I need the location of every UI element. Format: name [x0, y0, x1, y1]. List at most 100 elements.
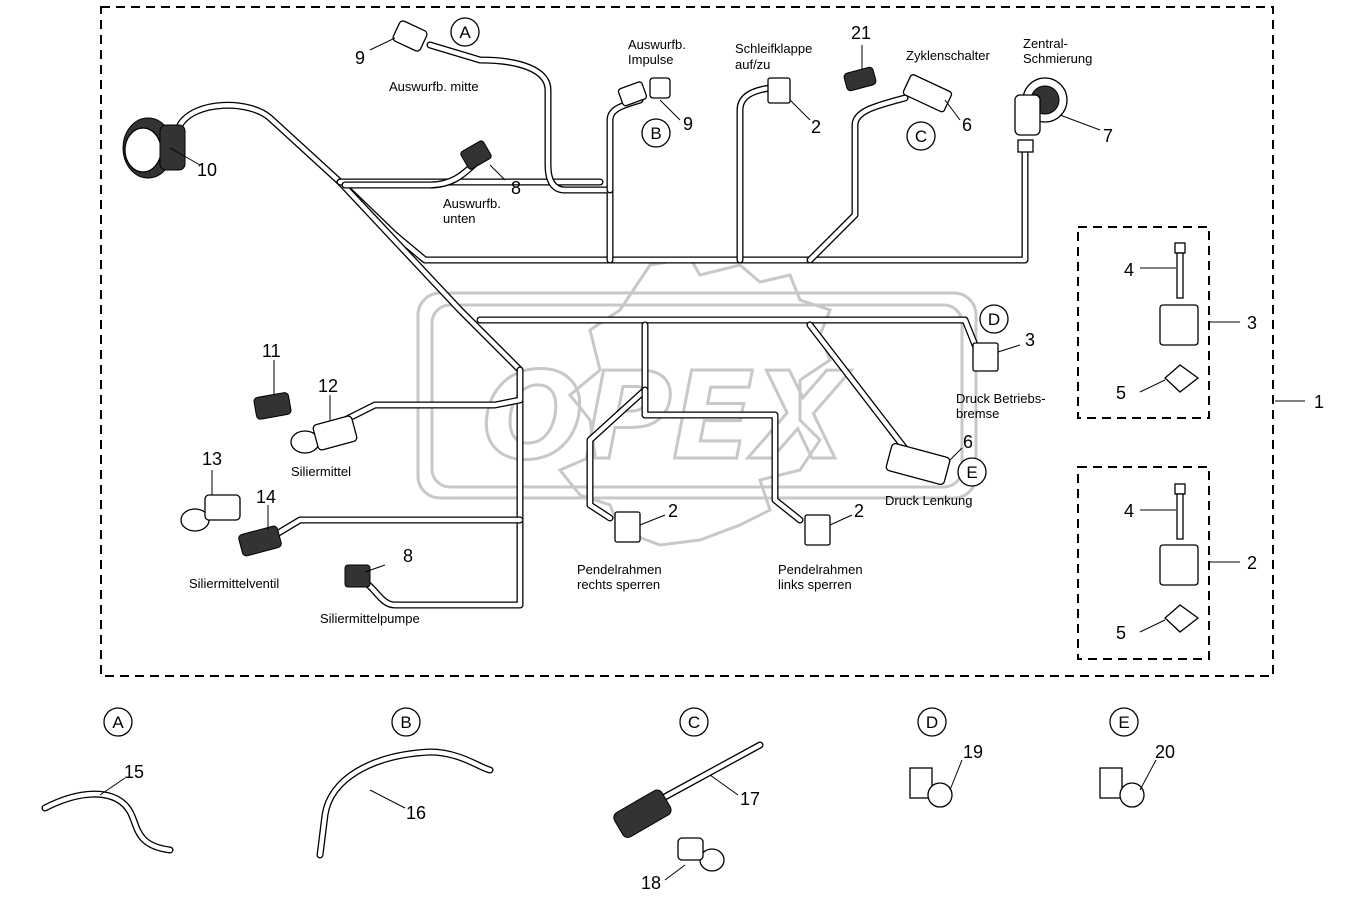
position-number: 6	[962, 115, 972, 135]
connector-14	[238, 525, 282, 557]
valve-plug-3-d	[972, 342, 999, 372]
connector-12	[290, 415, 358, 454]
cable-16	[316, 748, 494, 859]
position-number: 6	[963, 432, 973, 452]
connector-6-top	[902, 74, 953, 113]
valve-frame-2	[1077, 466, 1210, 660]
harness-frame	[100, 6, 1274, 677]
position-number: 16	[406, 803, 426, 823]
position-number: 2	[1247, 553, 1257, 573]
label-pendelrahmen-rechts: Pendelrahmen	[577, 562, 662, 577]
label-siliermittelpumpe: Siliermittelpumpe	[320, 611, 420, 626]
position-number: 9	[355, 48, 365, 68]
position-number: 4	[1124, 501, 1134, 521]
position-number: 3	[1247, 313, 1257, 333]
callout-letter: C	[688, 713, 700, 732]
position-number: 21	[851, 23, 871, 43]
position-number: 8	[403, 546, 413, 566]
callout-letter: A	[459, 23, 471, 42]
position-number: 18	[641, 873, 661, 893]
callout-a-detail: A	[103, 707, 133, 737]
plug-18	[677, 837, 725, 872]
callout-letter: E	[966, 463, 977, 482]
position-number: 10	[197, 160, 217, 180]
label-pendelrahmen-links: Pendelrahmen	[778, 562, 863, 577]
plug-8-bottom	[344, 564, 371, 588]
plug-8-top	[460, 140, 492, 170]
connector-6-e	[885, 442, 951, 486]
component-labels: Auswurfb. mitte Auswurfb. Impulse Schlei…	[189, 36, 1092, 626]
callout-letter: C	[915, 127, 927, 146]
label-auswurf-unten: unten	[443, 211, 476, 226]
callout-a-top: A	[450, 17, 480, 47]
callout-letter: B	[650, 124, 661, 143]
sensor-19	[909, 767, 953, 808]
label-auswurf-impulse: Impulse	[628, 52, 674, 67]
label-pendelrahmen-links: links sperren	[778, 577, 852, 592]
callout-letter: D	[988, 310, 1000, 329]
callout-b-top: B	[641, 118, 671, 148]
cable-15	[41, 790, 174, 854]
label-schleifklappe: Schleifklappe	[735, 41, 812, 56]
label-druck-betriebsbremse: bremse	[956, 406, 999, 421]
label-zyklenschalter: Zyklenschalter	[906, 48, 990, 63]
valve-detail-3	[1159, 242, 1200, 393]
valve-plug-2-right	[804, 514, 831, 546]
label-druck-lenkung: Druck Lenkung	[885, 493, 972, 508]
position-number: 2	[854, 501, 864, 521]
plug-9-impulse	[617, 77, 671, 107]
callout-letter: B	[400, 713, 411, 732]
position-numbers: 1 2 3 4 4 5 5 9 9 10 8 2 21 6 7 3 6 11 1…	[124, 23, 1324, 893]
callout-d-top: D	[979, 304, 1009, 334]
label-auswurf-unten: Auswurfb.	[443, 196, 501, 211]
callout-c-top: C	[906, 121, 936, 151]
label-siliermittel: Siliermittel	[291, 464, 351, 479]
leader-lines	[99, 37, 1305, 881]
callout-e-detail: E	[1109, 707, 1139, 737]
sensor-20	[1099, 767, 1145, 808]
position-number: 2	[668, 501, 678, 521]
plug-9-top	[392, 20, 428, 52]
label-druck-betriebsbremse: Druck Betriebs-	[956, 391, 1046, 406]
position-number: 7	[1103, 126, 1113, 146]
callout-d-detail: D	[917, 707, 947, 737]
position-number: 13	[202, 449, 222, 469]
position-number: 1	[1314, 392, 1324, 412]
callout-e-top: E	[957, 457, 987, 487]
round-connector-10	[122, 117, 186, 179]
callout-letter: A	[112, 713, 124, 732]
label-auswurf-impulse: Auswurfb.	[628, 37, 686, 52]
position-number: 20	[1155, 742, 1175, 762]
valve-plug-2-top	[767, 77, 791, 104]
position-number: 8	[511, 178, 521, 198]
position-number: 2	[811, 117, 821, 137]
position-number: 9	[683, 114, 693, 134]
position-number: 14	[256, 487, 276, 507]
position-number: 11	[262, 341, 281, 361]
callout-letter: E	[1118, 713, 1129, 732]
label-zentral-schmierung: Schmierung	[1023, 51, 1092, 66]
round-connector-7	[1014, 77, 1068, 153]
position-number: 5	[1116, 383, 1126, 403]
connector-11	[253, 392, 292, 420]
callout-b-detail: B	[391, 707, 421, 737]
callout-letter: D	[926, 713, 938, 732]
label-schleifklappe: auf/zu	[735, 57, 770, 72]
callout-c-detail: C	[679, 707, 709, 737]
label-zentral-schmierung: Zentral-	[1023, 36, 1068, 51]
valve-frame-3	[1077, 226, 1210, 419]
position-number: 5	[1116, 623, 1126, 643]
position-number: 3	[1025, 330, 1035, 350]
label-siliermittelventil: Siliermittelventil	[189, 576, 279, 591]
harness-wires	[176, 41, 1029, 609]
valve-plug-2-left	[614, 511, 641, 543]
connector-21	[843, 66, 877, 92]
position-number: 15	[124, 762, 144, 782]
position-number: 17	[740, 789, 760, 809]
cable-17	[613, 741, 764, 838]
position-number: 12	[318, 376, 338, 396]
connector-13	[180, 494, 241, 532]
position-number: 19	[963, 742, 983, 762]
label-pendelrahmen-rechts: rechts sperren	[577, 577, 660, 592]
